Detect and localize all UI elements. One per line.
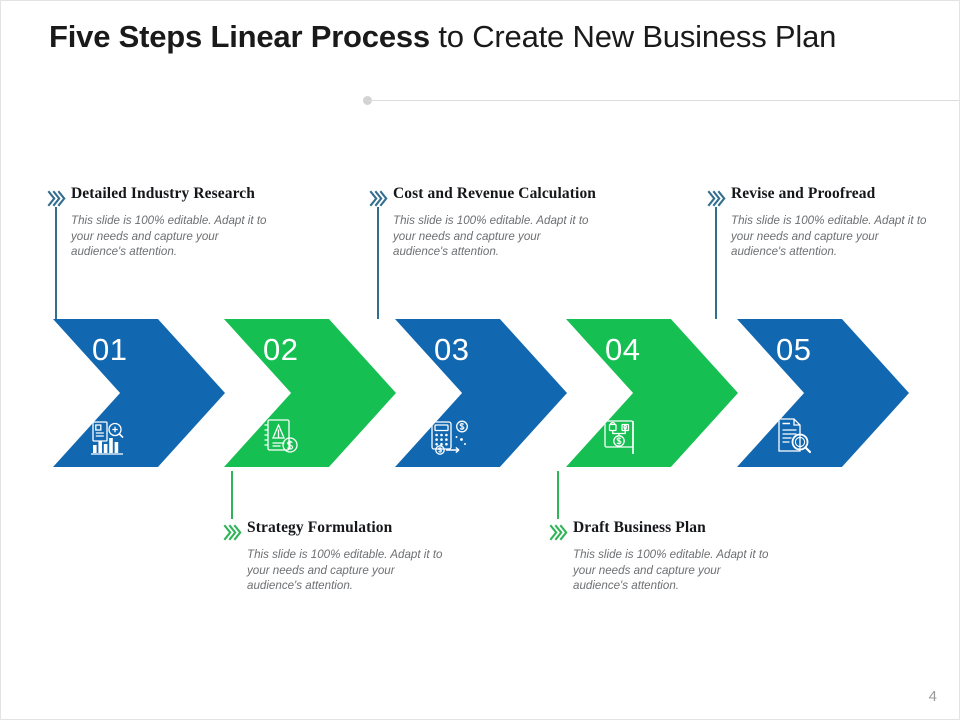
- callout-title-01: Detailed Industry Research: [71, 185, 255, 202]
- arrow-number-03: 03: [434, 332, 470, 367]
- page-title-regular: to Create New Business Plan: [429, 19, 837, 54]
- callout-connector-01: [55, 207, 57, 319]
- document-bar-chart-magnifier-icon: [53, 421, 167, 455]
- callout-body-04: This slide is 100% editable. Adapt it to…: [573, 548, 769, 592]
- double-chevron-right-icon: [549, 522, 568, 543]
- callout-title-02: Strategy Formulation: [247, 519, 393, 536]
- callout-title-05: Revise and Proofread: [731, 185, 876, 202]
- page-title: Five Steps Linear Process to Create New …: [49, 17, 899, 56]
- page-title-bold: Five Steps Linear Process: [49, 19, 430, 54]
- callout-body-05: This slide is 100% editable. Adapt it to…: [731, 214, 927, 258]
- process-arrow-02[interactable]: 02: [224, 319, 396, 467]
- arrow-number-04: 04: [605, 332, 641, 367]
- callout-body-03: This slide is 100% editable. Adapt it to…: [393, 214, 589, 258]
- notepad-growth-dollar-icon: [224, 417, 338, 455]
- arrow-number-02: 02: [263, 332, 299, 367]
- process-arrow-04[interactable]: 04: [566, 319, 738, 467]
- process-arrow-03[interactable]: 03: [395, 319, 567, 467]
- process-arrow-01[interactable]: 01: [53, 319, 225, 467]
- calculator-dollar-icon: [395, 419, 509, 455]
- callout-connector-02: [231, 471, 233, 519]
- double-chevron-right-icon: [707, 188, 726, 209]
- callout-connector-03: [377, 207, 379, 319]
- arrow-number-05: 05: [776, 332, 812, 367]
- document-magnifier-icon: [737, 417, 851, 455]
- divider-dot-icon: [363, 96, 372, 105]
- callout-body-02: This slide is 100% editable. Adapt it to…: [247, 548, 443, 592]
- process-arrow-row: 01 02 03: [53, 319, 909, 467]
- callout-connector-04: [557, 471, 559, 519]
- callout-connector-05: [715, 207, 717, 319]
- double-chevron-right-icon: [223, 522, 242, 543]
- callout-body-01: This slide is 100% editable. Adapt it to…: [71, 214, 267, 258]
- header-divider: [363, 95, 959, 107]
- divider-line: [369, 100, 959, 101]
- callout-title-04: Draft Business Plan: [573, 519, 706, 536]
- double-chevron-right-icon: [369, 188, 388, 209]
- double-chevron-right-icon: [47, 188, 66, 209]
- arrow-number-01: 01: [92, 332, 128, 367]
- plan-board-dollar-icon: [566, 419, 680, 455]
- page-number: 4: [928, 688, 937, 705]
- callout-title-03: Cost and Revenue Calculation: [393, 185, 597, 202]
- title-block: Five Steps Linear Process to Create New …: [49, 17, 899, 56]
- process-arrow-05[interactable]: 05: [737, 319, 909, 467]
